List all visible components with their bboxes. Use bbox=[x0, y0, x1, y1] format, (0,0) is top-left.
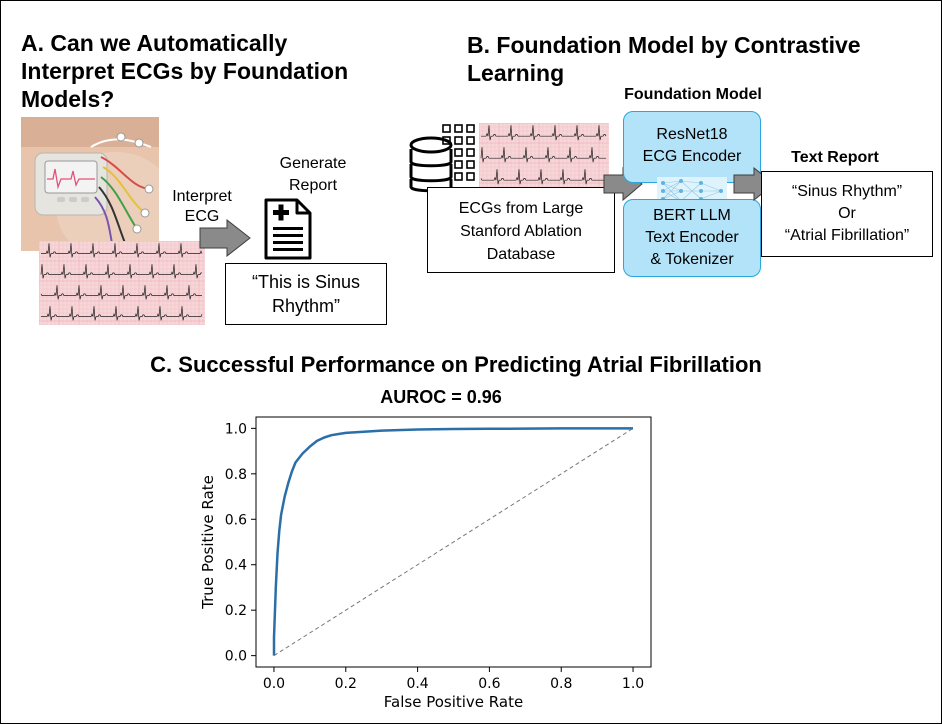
panel-a-title-line3: Models? bbox=[21, 86, 115, 112]
y-tick-label: 0.4 bbox=[225, 558, 247, 574]
ecg-db-line2: Stanford Ablation bbox=[460, 223, 582, 240]
x-tick-label: 0.6 bbox=[478, 676, 500, 692]
x-tick-label: 0.0 bbox=[263, 676, 285, 692]
interpret-line1: Interpret bbox=[172, 188, 232, 205]
x-tick-label: 0.8 bbox=[550, 676, 572, 692]
resnet-encoder-box: ResNet18 ECG Encoder bbox=[623, 111, 761, 183]
panel-b-title: B. Foundation Model by Contrastive Learn… bbox=[467, 31, 937, 87]
resnet-line2: ECG Encoder bbox=[642, 148, 742, 165]
generate-report-label: Generate Report bbox=[263, 153, 363, 197]
panel-a-title-line2: Interpret ECGs by Foundation bbox=[21, 58, 349, 84]
ecg-db-line1: ECGs from Large bbox=[458, 200, 584, 217]
foundation-model-label: Foundation Model bbox=[624, 86, 762, 103]
output-line2: Or bbox=[838, 205, 856, 222]
generate-line2: Report bbox=[288, 177, 338, 194]
medical-document-icon bbox=[263, 197, 313, 266]
bert-line1: BERT LLM bbox=[653, 207, 731, 224]
chance-line bbox=[273, 427, 634, 657]
panel-b-title-line1: B. Foundation Model by Contrastive bbox=[467, 32, 861, 58]
panel-c-title: C. Successful Performance on Predicting … bbox=[150, 352, 762, 377]
text-report-label: Text Report bbox=[791, 149, 879, 166]
ecg-strip-a bbox=[38, 240, 205, 326]
generate-line1: Generate bbox=[279, 155, 347, 172]
y-tick-label: 0.2 bbox=[225, 603, 247, 619]
roc-curve bbox=[272, 427, 633, 656]
report-line1: “This is Sinus bbox=[251, 272, 361, 292]
arrow-right-icon bbox=[199, 219, 251, 257]
x-axis-label: False Positive Rate bbox=[384, 693, 523, 709]
y-tick-label: 0.6 bbox=[225, 512, 247, 528]
panel-b-title-line2: Learning bbox=[467, 60, 565, 86]
bert-encoder-box: BERT LLM Text Encoder & Tokenizer bbox=[623, 199, 761, 277]
report-line2: Rhythm” bbox=[271, 296, 340, 316]
ecg-strip-b bbox=[478, 122, 609, 189]
y-tick-label: 1.0 bbox=[225, 421, 247, 437]
x-tick-label: 0.4 bbox=[406, 676, 428, 692]
interpret-ecg-label: Interpret ECG bbox=[161, 187, 243, 227]
output-line1: “Sinus Rhythm” bbox=[791, 183, 903, 200]
panel-a-title-line1: A. Can we Automatically bbox=[21, 30, 288, 56]
x-tick-label: 0.2 bbox=[335, 676, 357, 692]
ecg-database-box: ECGs from Large Stanford Ablation Databa… bbox=[427, 187, 615, 273]
chart-title: AUROC = 0.96 bbox=[380, 387, 502, 407]
roc-chart: 0.0 0.2 0.4 0.6 0.8 1.0 0.0 0.2 0.4 0.6 0.8 1.0 Fal… bbox=[191, 409, 661, 714]
interpret-line2: ECG bbox=[184, 208, 220, 225]
ecg-grid-icon bbox=[441, 123, 477, 196]
ecg-db-line3: Database bbox=[486, 246, 556, 263]
report-output-box: “This is Sinus Rhythm” bbox=[225, 263, 387, 325]
y-axis-label: True Positive Rate bbox=[199, 475, 217, 610]
bert-line3: & Tokenizer bbox=[650, 251, 734, 268]
text-report-output-box: “Sinus Rhythm” Or “Atrial Fibrillation” bbox=[761, 171, 933, 257]
y-tick-label: 0.0 bbox=[225, 649, 247, 665]
x-tick-label: 1.0 bbox=[622, 676, 644, 692]
resnet-line1: ResNet18 bbox=[656, 126, 728, 143]
output-line3: “Atrial Fibrillation” bbox=[784, 227, 910, 244]
patient-ecg-photo bbox=[21, 117, 159, 251]
y-tick-label: 0.8 bbox=[225, 467, 247, 483]
panel-a-title: A. Can we Automatically Interpret ECGs b… bbox=[21, 29, 421, 113]
bert-line2: Text Encoder bbox=[645, 229, 739, 246]
